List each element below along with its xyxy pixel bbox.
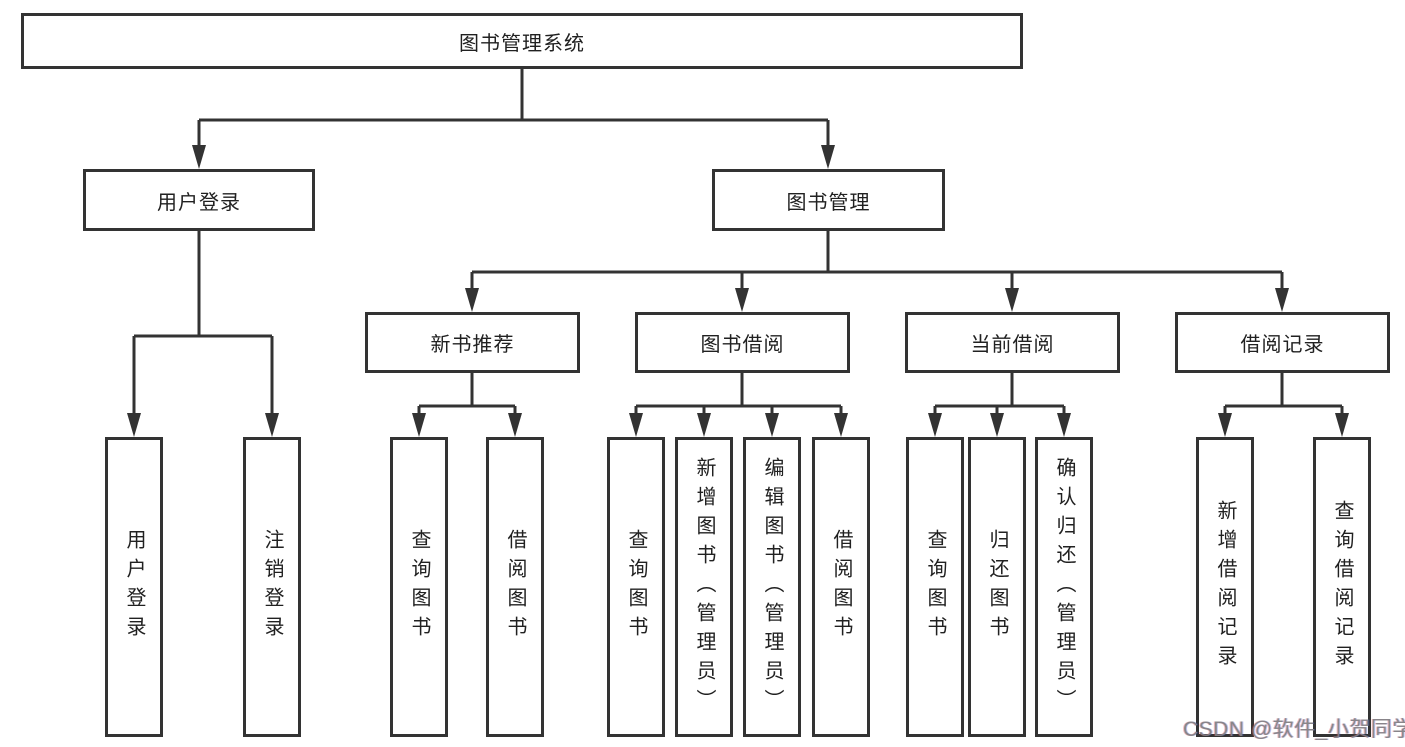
arrowhead-icon [465, 288, 479, 312]
arrowhead-icon [697, 413, 711, 437]
arrowhead-icon [412, 413, 426, 437]
edge-borrow-records-children [1223, 373, 1344, 416]
arrowhead-icon [192, 145, 206, 169]
leaf-bb-edit-books-admin: 编辑图书（管理员） [743, 437, 801, 737]
leaf-label: 新增图书（管理员） [693, 456, 715, 718]
node-user-login-module: 用户登录 [83, 169, 315, 231]
edge-book-mgmt-children [470, 231, 1284, 291]
leaf-cb-return-books: 归还图书 [968, 437, 1026, 737]
leaf-label: 查询图书 [924, 529, 946, 645]
leaf-bb-add-books-admin: 新增图书（管理员） [675, 437, 733, 737]
arrowhead-icon [834, 413, 848, 437]
leaf-label: 查询借阅记录 [1331, 500, 1353, 674]
leaf-cb-query-books: 查询图书 [906, 437, 964, 737]
arrowhead-icon [821, 145, 835, 169]
edge-user-login-children [132, 231, 274, 416]
edge-book-borrow-children [634, 373, 843, 416]
arrowhead-icon [1005, 288, 1019, 312]
node-root-library-system: 图书管理系统 [21, 13, 1023, 69]
node-new-book-recommend: 新书推荐 [365, 312, 580, 373]
edge-current-borrow-children [933, 373, 1066, 416]
leaf-br-add-record: 新增借阅记录 [1196, 437, 1254, 737]
arrowhead-icon [127, 413, 141, 437]
arrowhead-icon [265, 413, 279, 437]
leaf-logout: 注销登录 [243, 437, 301, 737]
arrowhead-icon [990, 413, 1004, 437]
arrowhead-icon [1057, 413, 1071, 437]
leaf-cb-confirm-return-admin: 确认归还（管理员） [1035, 437, 1093, 737]
edge-new-book-children [417, 373, 517, 416]
leaf-bb-borrow-books: 借阅图书 [812, 437, 870, 737]
leaf-label: 编辑图书（管理员） [761, 456, 783, 718]
leaf-label: 借阅图书 [830, 529, 852, 645]
leaf-label: 借阅图书 [504, 529, 526, 645]
arrowhead-icon [1335, 413, 1349, 437]
leaf-bb-query-books: 查询图书 [607, 437, 665, 737]
arrowhead-icon [1218, 413, 1232, 437]
leaf-nbr-borrow-books: 借阅图书 [486, 437, 544, 737]
leaf-label: 用户登录 [123, 529, 145, 645]
leaf-label: 确认归还（管理员） [1053, 456, 1075, 718]
arrowhead-icon [1275, 288, 1289, 312]
arrowhead-icon [629, 413, 643, 437]
arrowhead-icon [735, 288, 749, 312]
leaf-label: 查询图书 [408, 529, 430, 645]
node-book-borrow: 图书借阅 [635, 312, 850, 373]
edge-root-to-level2 [197, 69, 830, 148]
arrowhead-icon [928, 413, 942, 437]
leaf-nbr-query-books: 查询图书 [390, 437, 448, 737]
arrowhead-icon [765, 413, 779, 437]
node-current-borrow: 当前借阅 [905, 312, 1120, 373]
leaf-label: 归还图书 [986, 529, 1008, 645]
node-book-management-module: 图书管理 [712, 169, 945, 231]
leaf-label: 查询图书 [625, 529, 647, 645]
node-borrow-records: 借阅记录 [1175, 312, 1390, 373]
leaf-label: 新增借阅记录 [1214, 500, 1236, 674]
leaf-label: 注销登录 [261, 529, 283, 645]
leaf-user-login: 用户登录 [105, 437, 163, 737]
arrowhead-icon [508, 413, 522, 437]
csdn-watermark: CSDN @软件_小贺同学 [1183, 718, 1405, 741]
leaf-br-query-record: 查询借阅记录 [1313, 437, 1371, 737]
